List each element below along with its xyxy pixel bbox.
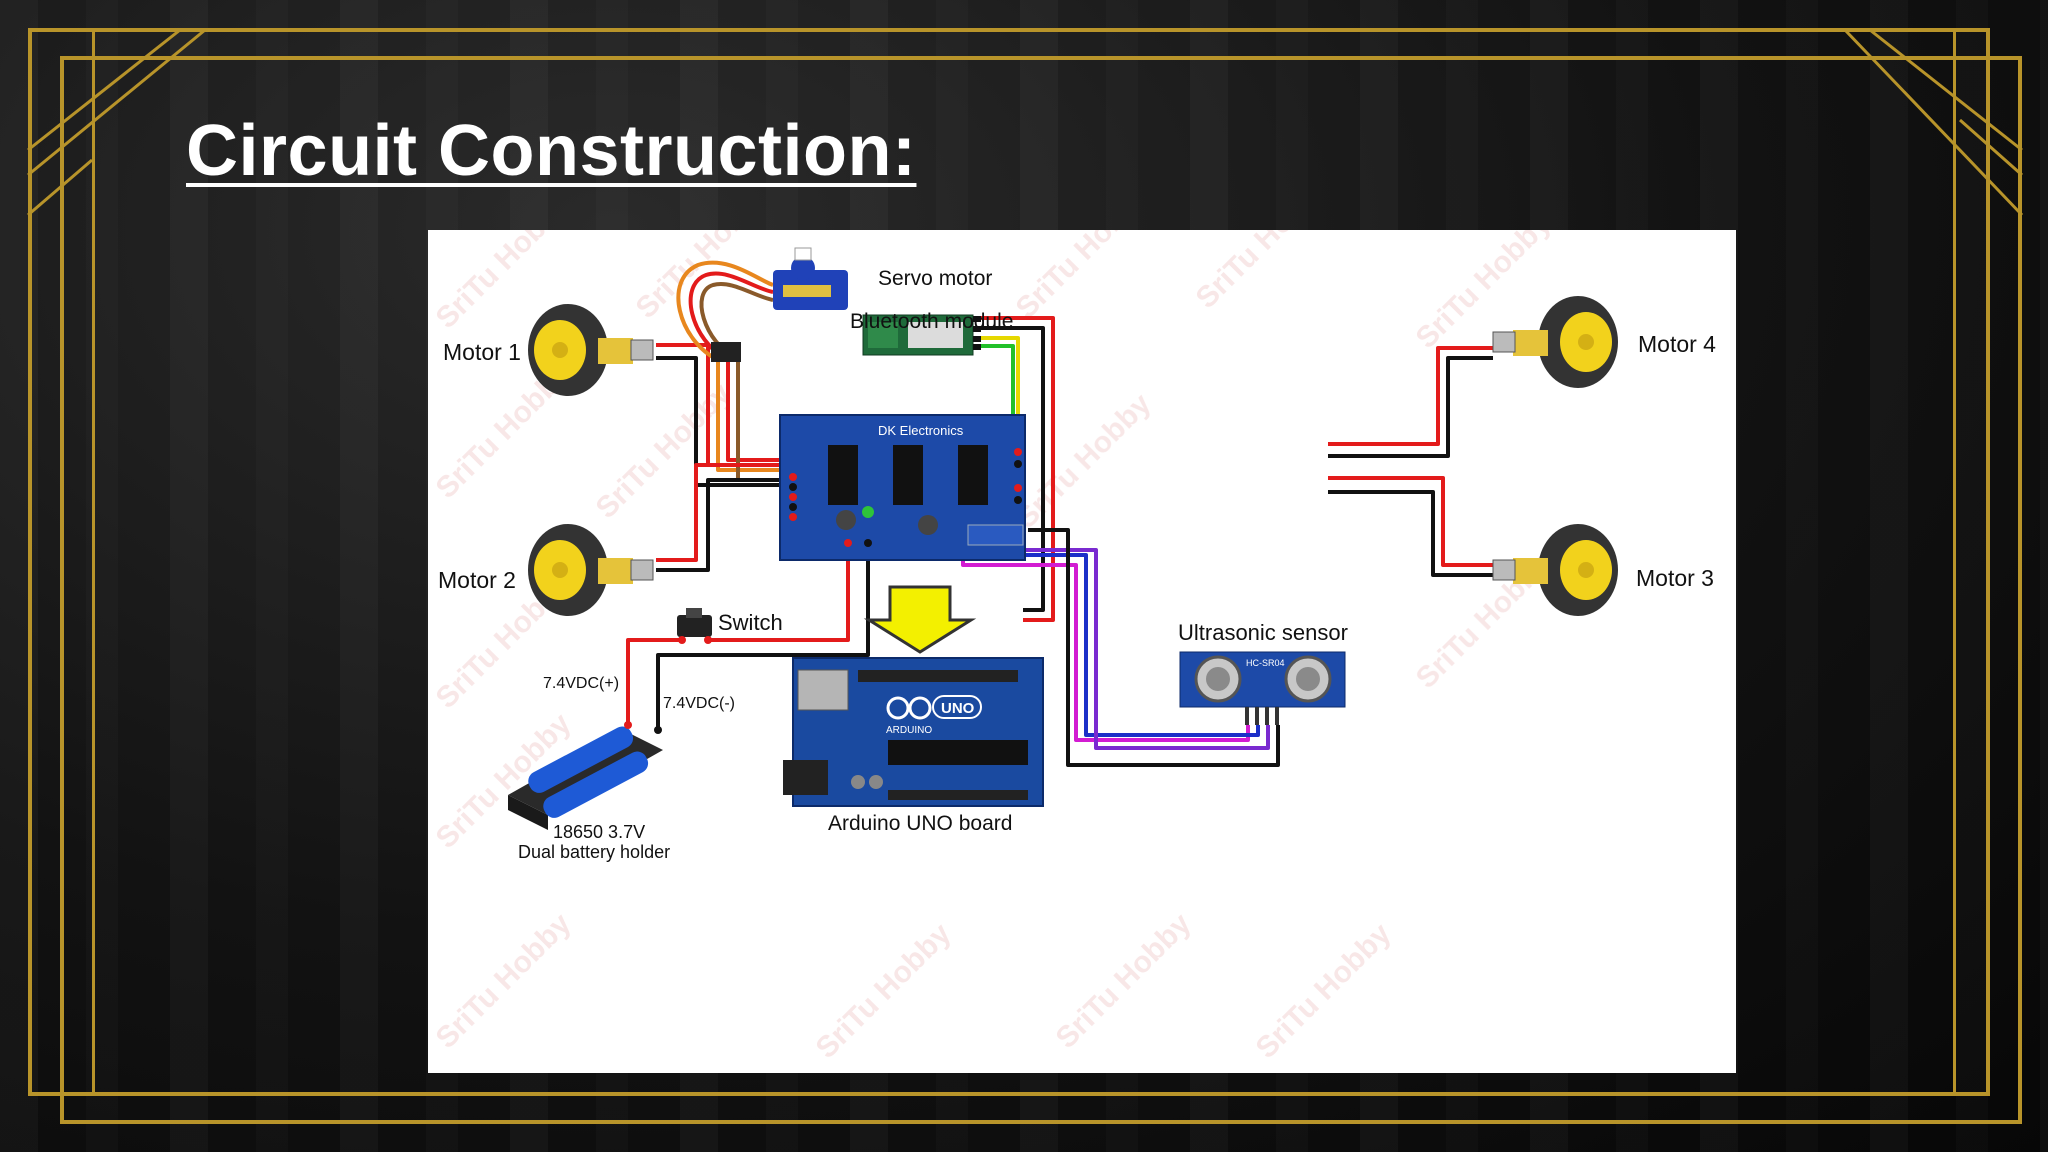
motor-1-label: Motor 1 <box>443 339 521 365</box>
arduino-sub: ARDUINO <box>886 725 932 736</box>
arduino-brand: UNO <box>941 700 975 717</box>
arduino-uno-icon: UNO ARDUINO <box>783 657 1044 807</box>
motor-4-label: Motor 4 <box>1638 331 1716 357</box>
ultrasonic-sensor-icon: HC-SR04 <box>1179 651 1346 725</box>
svg-text:SriTu Hobby: SriTu Hobby <box>590 377 738 525</box>
bluetooth-module-icon <box>862 314 981 356</box>
svg-text:SriTu Hobby: SriTu Hobby <box>810 917 958 1065</box>
ultrasonic-label: Ultrasonic sensor <box>1178 620 1348 645</box>
gold-frame-inner <box>92 28 1956 1096</box>
motor-3-label: Motor 3 <box>1636 565 1714 591</box>
servo-icon <box>676 247 848 362</box>
battery-minus-label: 7.4VDC(-) <box>663 695 735 712</box>
bluetooth-label: Bluetooth module <box>850 310 1013 333</box>
svg-text:SriTu Hobby: SriTu Hobby <box>1190 230 1338 315</box>
circuit-diagram: SriTu Hobby SriTu Hobby SriTu Hobby SriT… <box>428 230 1736 1073</box>
down-arrow-icon <box>863 585 977 654</box>
svg-text:SriTu Hobby: SriTu Hobby <box>1010 387 1158 535</box>
servo-label: Servo motor <box>878 267 992 290</box>
switch-label: Switch <box>718 610 783 635</box>
motor-1-icon <box>528 304 654 396</box>
motor-4-icon <box>1492 296 1618 388</box>
battery-plus-label: 7.4VDC(+) <box>543 675 619 692</box>
motor-3-icon <box>1492 524 1618 616</box>
svg-text:SriTu Hobby: SriTu Hobby <box>1050 907 1198 1055</box>
battery-label-line2: Dual battery holder <box>518 842 670 862</box>
motor-2-icon <box>528 524 654 616</box>
shield-brand: DK Electronics <box>878 423 964 438</box>
sensor-model: HC-SR04 <box>1246 658 1285 668</box>
motor-shield-icon: DK Electronics <box>779 414 1026 561</box>
battery-label-line1: 18650 3.7V <box>553 822 645 842</box>
battery-holder-icon <box>508 721 663 830</box>
motor-2-label: Motor 2 <box>438 567 516 593</box>
gold-frame-offset <box>60 56 2022 1124</box>
switch-icon <box>677 608 712 644</box>
arduino-label: Arduino UNO board <box>828 812 1012 835</box>
slide-title: Circuit Construction: <box>186 111 917 191</box>
svg-text:SriTu Hobby: SriTu Hobby <box>430 907 578 1055</box>
svg-text:SriTu Hobby: SriTu Hobby <box>1250 917 1398 1065</box>
svg-text:SriTu Hobby: SriTu Hobby <box>1010 230 1158 325</box>
